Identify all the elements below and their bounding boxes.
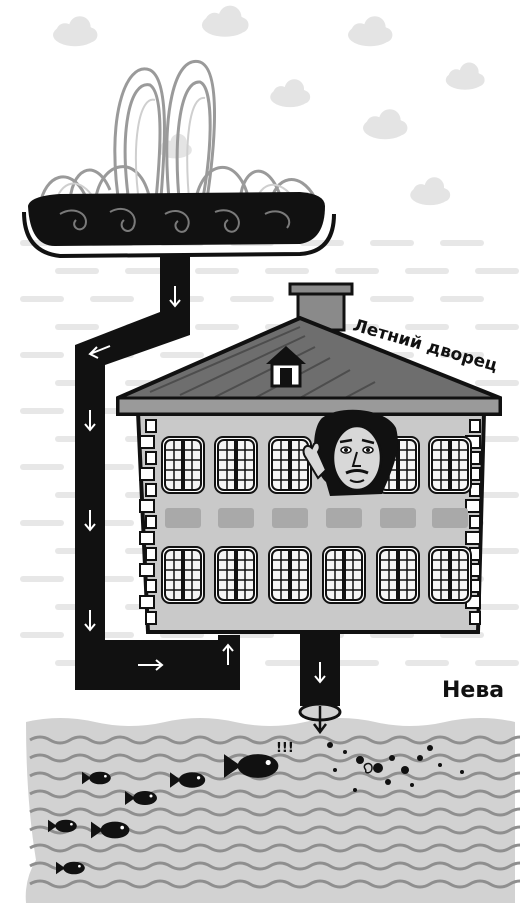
cloud-icon: [348, 16, 393, 47]
cloud-icon: [445, 62, 485, 90]
fish-icon: [48, 819, 77, 833]
exclamation-marks: !!!: [276, 741, 294, 756]
arrow-icon: [138, 659, 164, 671]
wall-panel: [272, 508, 308, 528]
summer-palace: [116, 282, 502, 634]
arrow-icon: [84, 610, 96, 632]
wall-panels: [165, 508, 468, 528]
palace-windows: [161, 436, 472, 604]
pollution-specks: [327, 742, 464, 792]
fish-icon: [56, 861, 85, 875]
arrow-icon: [84, 510, 96, 532]
arrow-icon: [314, 662, 326, 684]
flow-arrows: [84, 286, 326, 684]
wall-panel: [165, 508, 201, 528]
cloud-icon: [270, 79, 311, 108]
river-label: Нева: [442, 678, 504, 703]
fish-icon: [170, 772, 206, 788]
wall-panel: [326, 508, 362, 528]
fish-icon: [224, 754, 279, 778]
window: [428, 436, 472, 494]
window: [322, 546, 366, 604]
fish-icon: [82, 771, 111, 785]
wall-panel: [380, 508, 416, 528]
arrow-icon: [169, 286, 181, 308]
arrow-icon: [222, 643, 234, 665]
cloud-icon: [363, 109, 408, 140]
wall-panel: [432, 508, 468, 528]
cloud-icon: [410, 177, 451, 206]
window: [376, 546, 420, 604]
window: [214, 546, 258, 604]
cloud-icon: [201, 5, 249, 37]
window: [428, 546, 472, 604]
fish-icon: [48, 754, 279, 875]
window: [161, 546, 205, 604]
window: [268, 436, 312, 494]
arrow-icon: [88, 345, 111, 359]
window: [214, 436, 258, 494]
fish-icon: [125, 791, 157, 805]
neva-river: [25, 702, 520, 903]
wall-panel: [218, 508, 254, 528]
face-icon: [302, 409, 398, 496]
window: [161, 436, 205, 494]
fish-icon: [91, 821, 130, 839]
clouds: [53, 5, 485, 206]
cloud-icon: [53, 16, 98, 47]
arrow-icon: [84, 410, 96, 432]
window: [268, 546, 312, 604]
